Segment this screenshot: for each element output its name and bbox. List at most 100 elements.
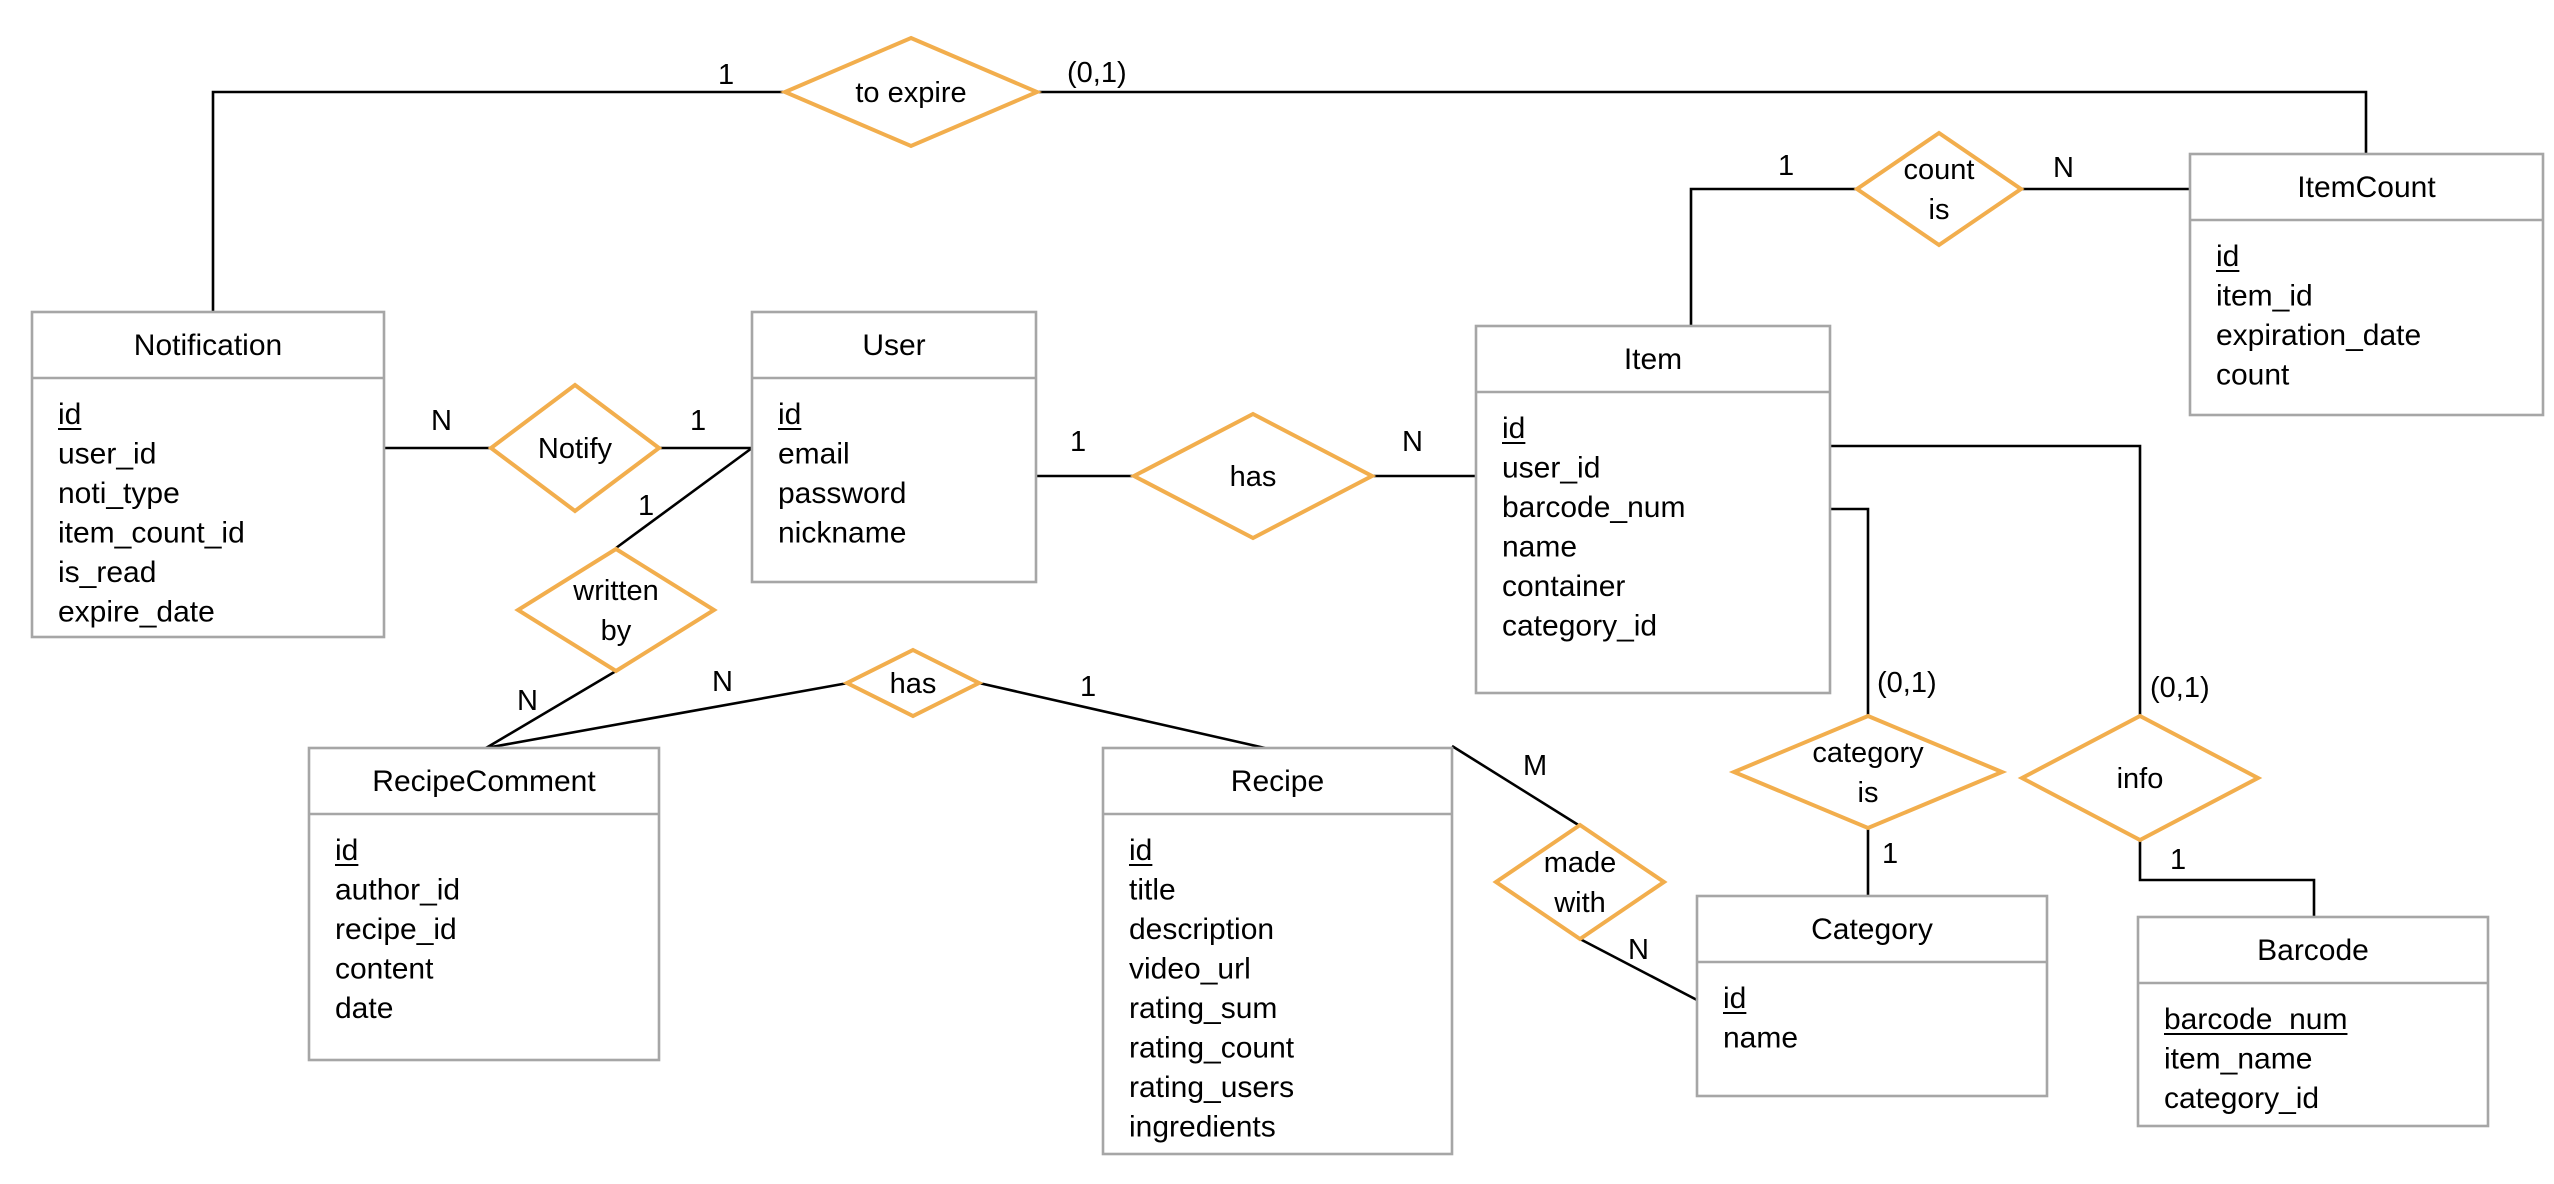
cardinality-written-by-comment: N <box>517 685 538 717</box>
primary-key-attribute: id <box>335 834 358 867</box>
cardinality-made-with-recipe: M <box>1523 750 1547 782</box>
cardinality-written-by-user: 1 <box>638 490 654 522</box>
entity-attribute: rating_sum <box>1129 992 1277 1025</box>
entity-attribute: is_read <box>58 556 156 589</box>
entity-title: Recipe <box>1231 765 1324 798</box>
relationship-diamond <box>1129 411 1377 541</box>
edge-info-barcode <box>2138 840 2316 917</box>
entity-attribute: item_name <box>2164 1043 2312 1076</box>
cardinality-notify-notification: N <box>431 405 452 437</box>
edge-item-category-is <box>1830 507 1870 716</box>
entity-attribute: name <box>1502 531 1577 564</box>
entity-title: User <box>862 329 925 362</box>
cardinality-to-expire-itemcount: (0,1) <box>1067 57 1127 89</box>
entity-box <box>1101 746 1454 1156</box>
edge-notification-to-expire <box>211 90 785 318</box>
relationship-label: has <box>890 668 937 700</box>
entity-recipe: Recipeidtitledescriptionvideo_urlrating_… <box>1101 746 1454 1156</box>
cardinality-category-is-item: (0,1) <box>1877 667 1937 699</box>
relationship-label: by <box>601 615 632 647</box>
entity-title: Item <box>1624 343 1682 376</box>
entity-attribute: noti_type <box>58 477 180 510</box>
entity-attribute: nickname <box>778 517 906 550</box>
edge-to-expire-itemcount <box>1037 90 2368 154</box>
relationship-to-expire: to expire <box>779 35 1043 149</box>
relationship-diamond <box>842 647 984 719</box>
relationship-recipe-has-comment: has <box>842 647 984 719</box>
relationship-label: is <box>1858 777 1879 809</box>
edge-comment-recipe-has <box>485 681 849 750</box>
cardinality-info-item: (0,1) <box>2150 672 2210 704</box>
entity-attribute: title <box>1129 874 1176 907</box>
cardinality-count-is-item: 1 <box>1778 150 1794 182</box>
cardinality-count-is-itemcount: N <box>2053 152 2074 184</box>
entity-attribute: item_count_id <box>58 517 245 550</box>
entity-box <box>1695 894 2049 1098</box>
relationship-diamond <box>487 382 663 514</box>
entity-box <box>2188 152 2545 417</box>
primary-key-attribute: id <box>1723 982 1746 1015</box>
cardinality-has-user: 1 <box>1070 426 1086 458</box>
relationship-diamond <box>514 546 718 674</box>
relationship-made-with: made with <box>1492 822 1668 942</box>
relationship-category-is: category is <box>1728 713 2008 831</box>
cardinality-recipe-has-comment-comment: N <box>712 666 733 698</box>
relationship-diamond <box>2017 713 2263 843</box>
entity-box <box>2136 915 2490 1128</box>
entity-attribute: expiration_date <box>2216 319 2421 352</box>
entity-attribute: video_url <box>1129 953 1251 986</box>
relationship-label: with <box>1553 887 1606 919</box>
entity-title: Barcode <box>2257 934 2369 967</box>
relationship-label: made <box>1544 847 1617 879</box>
entity-attribute: count <box>2216 359 2290 392</box>
entity-attribute: password <box>778 477 906 510</box>
entity-attribute: item_id <box>2216 280 2313 313</box>
relationship-label: category <box>1812 737 1924 769</box>
relationship-user-has-item: has <box>1129 411 1377 541</box>
relationship-diamond <box>1492 822 1668 942</box>
entity-box <box>1474 324 1832 695</box>
connector-lines <box>211 90 2368 1002</box>
entity-item: Itemiduser_idbarcode_numnamecontainercat… <box>1474 324 1832 695</box>
entity-attribute: ingredients <box>1129 1111 1276 1144</box>
entity-attribute: category_id <box>1502 610 1657 643</box>
relationship-info: info <box>2017 713 2263 843</box>
primary-key-attribute: id <box>1129 834 1152 867</box>
entity-attribute: name <box>1723 1022 1798 1055</box>
entity-box <box>750 310 1038 584</box>
entity-attribute: user_id <box>58 438 156 471</box>
cardinality-recipe-has-comment-recipe: 1 <box>1080 671 1096 703</box>
relationship-diamond <box>1853 130 2025 248</box>
cardinality-info-barcode: 1 <box>2170 844 2186 876</box>
entity-category: Category id name <box>1695 894 2049 1098</box>
edge-made-with-category <box>1579 937 1698 1002</box>
entity-title: Category <box>1811 913 1933 946</box>
entity-attribute: rating_users <box>1129 1071 1294 1104</box>
relationship-label: info <box>2117 763 2164 795</box>
edge-written-by-comment <box>485 669 617 750</box>
entity-attribute: date <box>335 992 393 1025</box>
entity-attribute: container <box>1502 570 1625 603</box>
cardinality-to-expire-notification: 1 <box>718 59 734 91</box>
edge-item-info <box>1830 444 2142 716</box>
primary-key-attribute: id <box>2216 240 2239 273</box>
cardinality-made-with-category: N <box>1628 934 1649 966</box>
entity-recipecomment: RecipeCommentidauthor_idrecipe_idcontent… <box>307 746 661 1062</box>
entity-title: RecipeComment <box>372 765 596 798</box>
entity-box <box>307 746 661 1062</box>
entity-attribute: user_id <box>1502 452 1600 485</box>
relationship-diamond <box>1728 713 2008 831</box>
entity-box <box>30 310 386 639</box>
entity-attribute: category_id <box>2164 1082 2319 1115</box>
edge-item-count-is <box>1689 187 1857 326</box>
cardinality-category-is-category: 1 <box>1882 838 1898 870</box>
edge-user-written-by <box>615 446 753 550</box>
relationship-notify: Notify <box>487 382 663 514</box>
primary-key-attribute: id <box>58 398 81 431</box>
